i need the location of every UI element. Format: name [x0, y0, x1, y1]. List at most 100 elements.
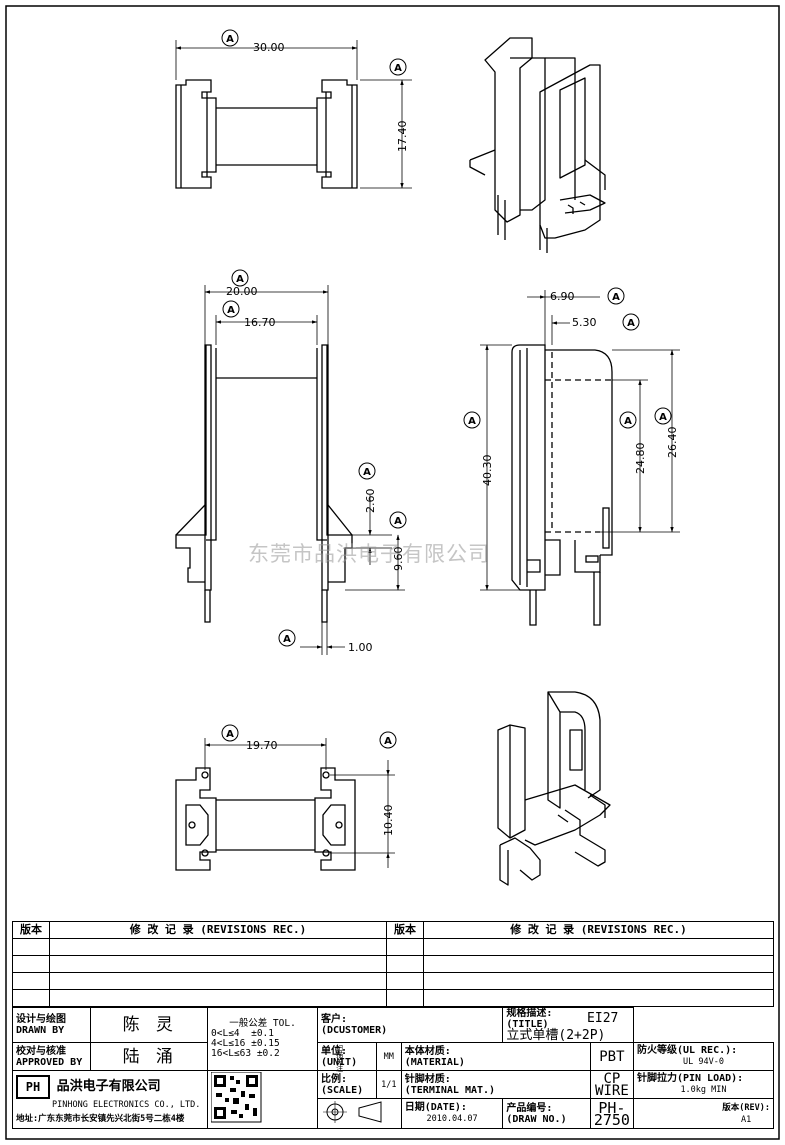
bubble-3 — [231, 269, 249, 287]
projection-symbol-icon — [322, 1101, 382, 1123]
tol-range-0: 0<L≤4 — [211, 1028, 240, 1039]
unit-label-en: (UNIT) — [320, 1056, 358, 1068]
flame-value: UL 94V-0 — [683, 1057, 724, 1067]
table-row — [12, 972, 774, 990]
bottom-view-dims — [204, 738, 395, 868]
terminal-label-en: (TERMINAL MAT.) — [404, 1084, 496, 1096]
pinload-value: 1.0kg MIN — [680, 1085, 727, 1095]
bubble-14-letter: A — [384, 736, 392, 747]
bubble-12 — [654, 407, 672, 425]
company-address: 地址:广东东莞市长安镇先兴北街5号二栋4楼 — [16, 1113, 185, 1124]
company-cell: PH 品洪电子有限公司 PINHONG ELECTRONICS CO., LTD… — [11, 1070, 209, 1129]
terminal-value: CP WIRE — [589, 1070, 634, 1099]
date-value: 2010.04.07 — [426, 1114, 478, 1124]
bubble-11 — [619, 411, 637, 429]
scale-label: 比例: (SCALE) — [316, 1070, 377, 1099]
bubble-10-letter: A — [468, 416, 476, 427]
customer-label-cn: 客户: — [320, 1014, 347, 1025]
bubble-12-letter: A — [659, 412, 667, 423]
bubble-11-letter: A — [624, 416, 632, 427]
dim-side-height: 40.30 — [481, 455, 494, 487]
title-label-cn: 规格描述: — [506, 1008, 553, 1019]
bubble-3-letter: A — [236, 274, 244, 285]
drawn-label-en: DRAWN BY — [16, 1025, 65, 1036]
date-cell: 日期(DATE): 2010.04.07 — [400, 1098, 504, 1129]
tol-title: 一般公差 TOL. — [229, 1018, 296, 1029]
bubble-7 — [278, 629, 296, 647]
material-label-en: (MATERIAL) — [404, 1056, 465, 1068]
bubble-2-letter: A — [394, 63, 402, 74]
projection-symbol-cell — [316, 1098, 402, 1129]
company-name-en: PINHONG ELECTRONICS CO., LTD. — [52, 1099, 201, 1110]
material-label: 本体材质: (MATERIAL) — [400, 1042, 591, 1071]
flame-cell: 防火等级(UL REC.): UL 94V-0 — [632, 1042, 775, 1071]
scale-value: 1/1 — [375, 1070, 402, 1099]
material-label-cn: 本体材质: — [404, 1045, 451, 1057]
pinload-label: 针脚拉力(PIN LOAD): — [636, 1073, 744, 1084]
dim-bottom-height: 10.40 — [382, 805, 395, 837]
scale-label-en: (SCALE) — [320, 1084, 364, 1096]
rev-col-ver-right: 版本 — [386, 921, 424, 939]
bubble-8 — [607, 287, 625, 305]
approved-label-en: APPROVED BY — [16, 1056, 83, 1068]
tol-range-1: 4<L≤16 — [211, 1038, 246, 1049]
dim-front-pin-w: 1.00 — [348, 641, 373, 654]
dim-side-inner: 5.30 — [572, 316, 597, 329]
bubble-10 — [463, 411, 481, 429]
tolerance-block: 一般公差 TOL. 0<L≤4 ±0.1 4<L≤16 ±0.15 16<L≤6… — [207, 1007, 318, 1071]
side-view — [511, 344, 613, 626]
customer-cell: 客户: (DCUSTOMER) — [316, 1007, 504, 1043]
dim-top-width: 30.00 — [253, 41, 285, 54]
drawno-label-cn: 产品编号: — [506, 1102, 553, 1114]
bubble-4 — [222, 300, 240, 318]
dim-top-height: 17.40 — [396, 121, 409, 153]
dim-side-flange: 26.40 — [666, 427, 679, 459]
bubble-5 — [358, 462, 376, 480]
scale-label-cn: 比例: — [320, 1073, 347, 1085]
side-view-dims — [480, 290, 680, 591]
bubble-9 — [622, 313, 640, 331]
bubble-1-letter: A — [226, 34, 234, 45]
bubble-1 — [221, 29, 239, 47]
drawno-value: PH-2750 — [589, 1098, 634, 1129]
tol-range-2: 16<L≤63 — [211, 1048, 252, 1059]
top-view — [175, 79, 358, 189]
bubble-9-letter: A — [627, 318, 635, 329]
bubble-2 — [389, 58, 407, 76]
bottom-view — [175, 767, 356, 871]
tol-value-2: ±0.2 — [256, 1048, 280, 1059]
front-view — [175, 344, 353, 623]
unit-label: 单位: (UNIT) — [316, 1042, 377, 1071]
watermark: 东莞市品洪电子有限公司 — [248, 542, 490, 566]
qr-cell: 扫描关注 — [207, 1044, 344, 1129]
bubble-13-letter: A — [226, 729, 234, 740]
iso-view-bottom — [497, 691, 611, 886]
rev-value: A1 — [741, 1114, 752, 1125]
table-row — [12, 989, 774, 1007]
revisions-table: 版本 修 改 记 录 (REVISIONS REC.) 版本 修 改 记 录 (… — [12, 921, 774, 1007]
rev-col-rec-right: 修 改 记 录 (REVISIONS REC.) — [423, 921, 774, 939]
title-cell: 规格描述: (TITLE) EI27立式单槽(2+2P) — [502, 1007, 634, 1043]
flame-label: 防火等级(UL REC.): — [636, 1045, 738, 1056]
dim-side-win: 24.80 — [634, 443, 647, 475]
front-view-dims — [204, 285, 405, 655]
dim-front-outer: 20.00 — [226, 285, 258, 298]
iso-view-top — [469, 37, 606, 253]
date-label: 日期(DATE): — [404, 1102, 467, 1113]
customer-label-en: (DCUSTOMER) — [320, 1025, 388, 1036]
title-value: EI27立式单槽(2+2P) — [506, 1011, 619, 1043]
bubble-6-letter: A — [394, 516, 402, 527]
bubble-letters: A A A A A A A A A A A A A A — [226, 34, 667, 747]
dim-bottom-width: 19.70 — [246, 739, 278, 752]
bubble-5-letter: A — [363, 467, 371, 478]
dim-front-step: 2.60 — [364, 489, 377, 514]
dim-side-depth: 6.90 — [550, 290, 575, 303]
drawn-label-cn: 设计与绘图 — [16, 1014, 66, 1025]
material-value: PBT — [589, 1042, 634, 1071]
bubble-6 — [389, 511, 407, 529]
qr-code-icon — [210, 1071, 262, 1123]
rev-cell: 版本(REV): A1 — [632, 1098, 775, 1129]
bubble-7-letter: A — [283, 634, 291, 645]
unit-label-cn: 单位: — [320, 1045, 347, 1057]
